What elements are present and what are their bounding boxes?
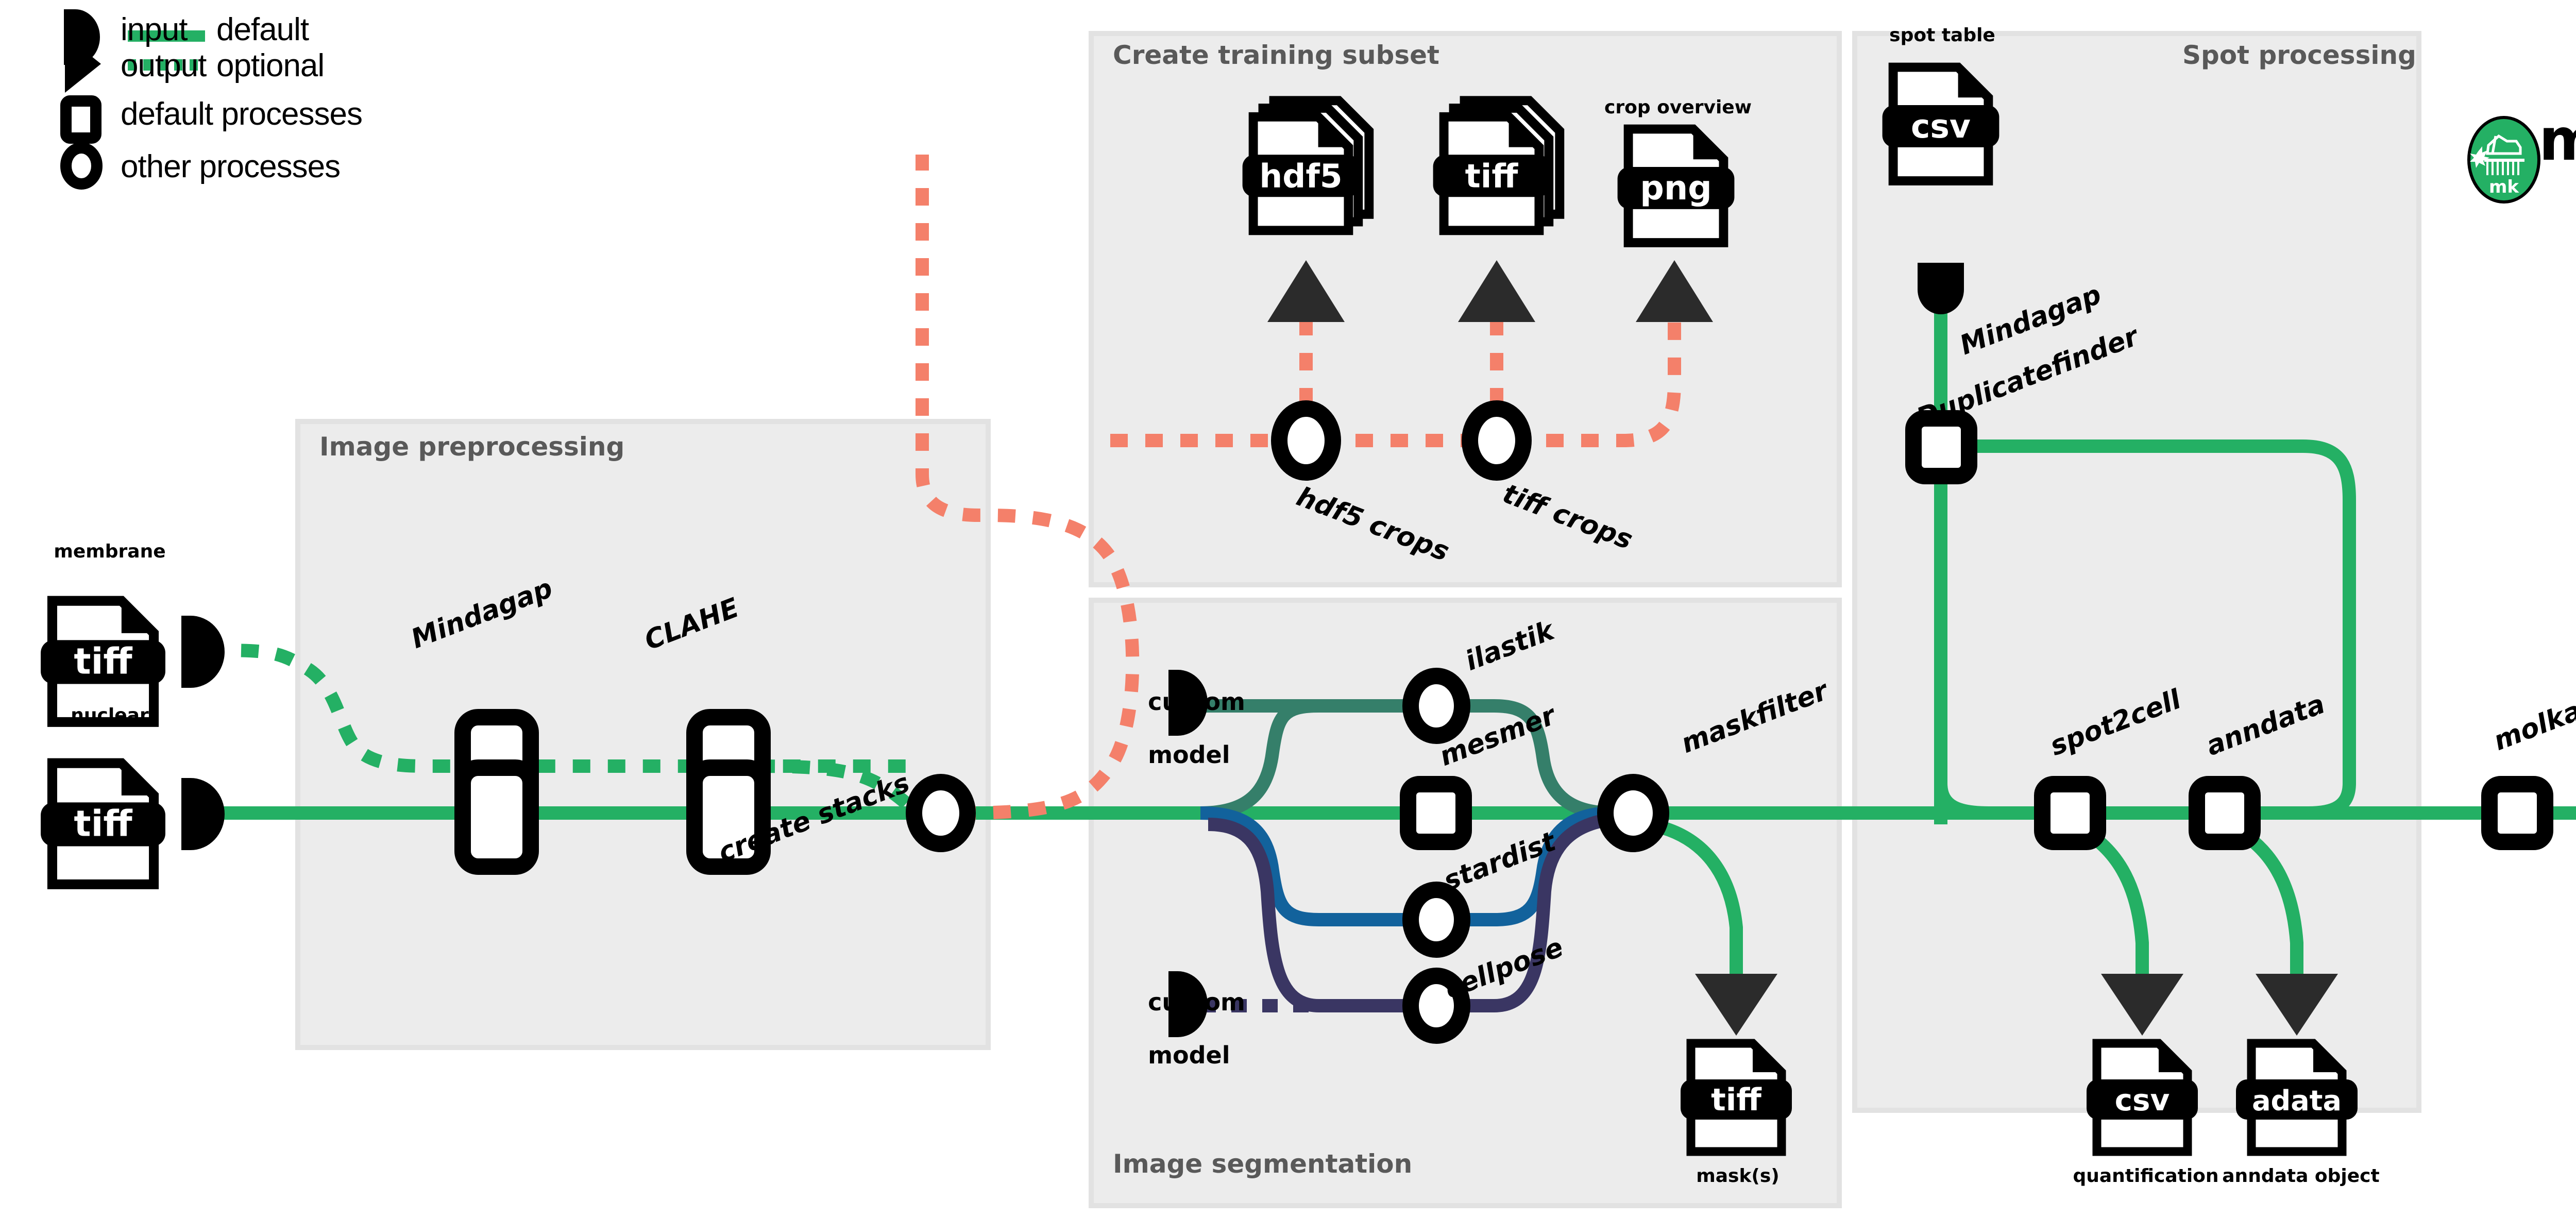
panel-image-preprocessing xyxy=(295,419,991,1050)
caption-masks: mask(s) xyxy=(1696,1165,1780,1187)
legend-label-default-line: default xyxy=(216,12,309,47)
process-node-molkartqc[interactable] xyxy=(2481,776,2553,850)
file-icon-quantification-csv: csv xyxy=(2087,1039,2198,1156)
input-halfdisc-icon xyxy=(1168,971,1208,1037)
process-node-hdf5-crops[interactable] xyxy=(1271,400,1341,481)
svg-text:hdf5: hdf5 xyxy=(1259,157,1342,195)
input-halfdisc-icon xyxy=(1168,670,1208,736)
output-triangle-icon xyxy=(65,35,101,93)
output-triangle-icon xyxy=(1267,260,1345,322)
svg-text:tiff: tiff xyxy=(1711,1082,1762,1118)
caption-spot-table: spot table xyxy=(1889,25,1995,46)
process-node-stardist[interactable] xyxy=(1402,882,1470,958)
output-arrowheads xyxy=(1267,260,2338,1036)
caption-nuclear: nuclear xyxy=(71,705,149,726)
svg-text:tiff: tiff xyxy=(1465,157,1519,195)
logo-pipeline-name: molkart xyxy=(2539,107,2576,174)
file-icon-membrane-tiff: tiff xyxy=(41,596,165,727)
process-node-cellpose[interactable] xyxy=(1402,968,1470,1044)
output-triangle-icon xyxy=(2256,974,2338,1036)
custom-model-line2: model xyxy=(1148,1041,1230,1069)
edge-maskfilter-to-mask xyxy=(1647,818,1743,974)
file-icon-tiff-stack: tiff xyxy=(1433,96,1565,235)
legend-label-optional-line: optional xyxy=(216,48,325,83)
output-triangle-icon xyxy=(1458,260,1535,322)
output-triangle-icon xyxy=(2101,974,2183,1036)
file-icon-anndata-adata: adata xyxy=(2236,1039,2358,1156)
edge-optional-to-createstacks xyxy=(757,759,911,809)
molkart-wordmark: molkart xyxy=(2539,111,2576,169)
legend-label-default-processes: default processes xyxy=(121,96,363,132)
process-node-create-stacks[interactable] xyxy=(906,774,976,852)
svg-text:adata: adata xyxy=(2252,1085,2342,1117)
process-node-maskfilter[interactable] xyxy=(1597,774,1669,852)
legend-label-other-processes: other processes xyxy=(121,149,341,184)
panel-title-image-preprocessing: Image preprocessing xyxy=(319,432,625,462)
process-node-spot2cell[interactable] xyxy=(2034,776,2106,850)
file-icon-spot-table-csv: csv xyxy=(1882,62,1999,185)
output-triangle-icon xyxy=(1695,974,1777,1036)
edge-orange-to-training-subset xyxy=(916,155,1140,820)
caption-quantification: quantification xyxy=(2073,1165,2219,1187)
file-icon-hdf5-stack: hdf5 xyxy=(1242,96,1374,235)
legend-label-input: input xyxy=(121,12,188,47)
process-node-tiff-crops[interactable] xyxy=(1462,400,1532,481)
svg-text:tiff: tiff xyxy=(74,803,132,844)
caption-membrane: membrane xyxy=(54,541,166,562)
file-icon-nuclear-tiff: tiff xyxy=(41,758,165,889)
circle-icon xyxy=(60,142,103,190)
rounded-square-icon xyxy=(60,95,101,144)
label-custom-model-ilastik: custom model xyxy=(1115,662,1245,795)
custom-model-line1: custom xyxy=(1148,988,1245,1016)
caption-anndata-object: anndata object xyxy=(2222,1165,2380,1187)
molkart-badge-icon: mk xyxy=(2467,116,2540,204)
output-triangle-icon xyxy=(1636,260,1713,322)
caption-crop-overview: crop overview xyxy=(1604,97,1752,118)
input-halfdisc-icon xyxy=(181,616,225,688)
input-halfdisc-icon xyxy=(1918,263,1964,314)
process-node-mindagap[interactable] xyxy=(454,709,539,875)
svg-text:csv: csv xyxy=(1911,108,1971,145)
process-node-mesmer[interactable] xyxy=(1400,776,1472,850)
process-node-ilastik[interactable] xyxy=(1402,668,1470,744)
edge-orange-tiffcrops-to-png xyxy=(1476,319,1681,447)
input-halfdisc-icon xyxy=(181,778,225,850)
edge-membrane-optional xyxy=(206,644,921,773)
edge-spot-down-to-spine xyxy=(1934,464,1989,820)
label-custom-model-cellpose: custom model xyxy=(1115,962,1245,1095)
input-connectors xyxy=(181,263,1964,1037)
svg-text:mk: mk xyxy=(2489,177,2519,197)
edge-cellpose-branch xyxy=(1208,813,1613,1012)
svg-text:png: png xyxy=(1640,169,1712,208)
legend-label-output: output xyxy=(121,48,207,83)
panel-title-image-segmentation: Image segmentation xyxy=(1113,1149,1413,1179)
panel-title-create-training-subset: Create training subset xyxy=(1113,40,1439,70)
file-icon-png: png xyxy=(1617,124,1735,247)
edge-duplicatefinder-right xyxy=(1958,439,2356,820)
svg-text:csv: csv xyxy=(2115,1082,2170,1118)
file-icon-mask-tiff: tiff xyxy=(1681,1039,1792,1156)
panel-spot-processing xyxy=(1852,31,2421,1113)
process-node-mindagap-duplicatefinder[interactable] xyxy=(1905,410,1977,484)
custom-model-line1: custom xyxy=(1148,687,1245,716)
custom-model-line2: model xyxy=(1148,740,1230,769)
panel-title-spot-processing: Spot processing xyxy=(2182,40,2416,70)
process-node-anndata[interactable] xyxy=(2189,776,2261,850)
legend-glyphs xyxy=(60,9,205,190)
svg-text:tiff: tiff xyxy=(74,641,132,682)
process-node-clahe[interactable] xyxy=(686,709,771,875)
